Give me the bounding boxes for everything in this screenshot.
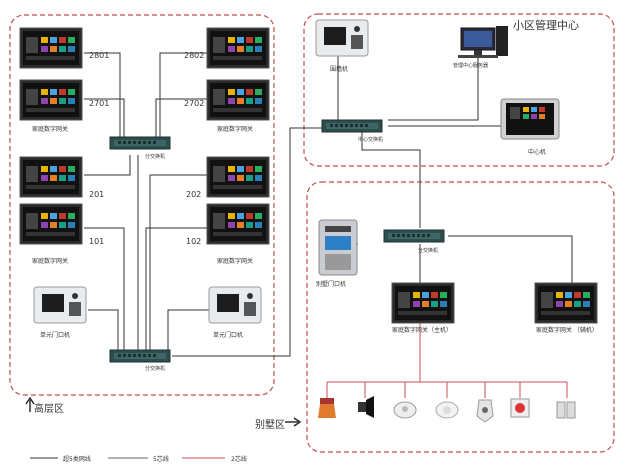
gateway-202 [206,156,270,198]
switch-upper-label: 分交换机 [145,153,165,160]
gateway-102 [206,203,270,245]
unit-2801: 2801 [89,51,109,60]
gateway-label-lower-left: 家庭数字网关 [32,257,68,265]
door-phone-left [33,286,87,324]
gateway-2802 [206,27,270,69]
door-left-label: 单元门口机 [40,331,70,339]
alarm-bus [326,322,568,398]
unit-202: 202 [186,190,201,199]
center-machine-icon [500,98,560,140]
unit-102: 102 [186,237,201,246]
gas-detector-icon [435,401,459,419]
gateway-2702 [206,79,270,121]
villa-door-phone-icon [318,219,358,276]
guard-label: 围墙机 [330,65,348,73]
legend-label-cat5: 超5类网线 [63,455,91,463]
smoke-detector-icon [393,401,417,419]
unit-2701: 2701 [89,99,109,108]
door-magnet-icon [556,401,576,419]
unit-101: 101 [89,237,104,246]
center-machine-label: 中心机 [528,148,546,156]
villa-zone-label: 别墅区 [255,419,285,431]
gateway-label-lower-right: 家庭数字网关 [217,257,253,265]
highrise-connections [84,52,322,357]
center-switch-label: 中心交换机 [358,136,383,143]
siren-icon [318,398,336,418]
gateway-201 [19,156,83,198]
gateway-label-upper-left: 家庭数字网关 [32,125,68,133]
pir-sensor-icon [476,399,494,423]
center-switch [321,119,383,133]
door-phone-right [208,286,262,324]
switch-upper [109,136,171,150]
gateway-label-upper-right: 家庭数字网关 [217,125,253,133]
legend-label-5core: 5芯线 [153,455,169,463]
villa-gateway-main [391,282,455,324]
emergency-button-icon [510,398,530,418]
switch-lower-label: 分交换机 [145,365,165,372]
unit-2702: 2702 [184,99,204,108]
unit-2802: 2802 [184,51,204,60]
unit-201: 201 [89,190,104,199]
gateway-101 [19,203,83,245]
server-label: 管理中心服务器 [453,62,488,69]
villa-door-label: 别墅门口机 [316,280,346,288]
door-right-label: 单元门口机 [213,331,243,339]
center-connections [337,54,573,283]
highrise-zone-border [9,14,275,396]
villa-gateway-ext-label: 家庭数字网关 （辅机） [536,326,598,334]
switch-lower [109,349,171,363]
gateway-2801 [19,27,83,69]
guard-phone [315,19,369,57]
zone-arrows [25,396,302,427]
villa-switch-label: 分交换机 [418,247,438,254]
mgmt-zone-border [303,13,615,167]
legend-label-2core: 2芯线 [231,455,247,463]
highrise-zone-label: 高层区 [34,402,64,415]
villa-zone-border [306,181,615,453]
mgmt-zone-title: 小区管理中心 [513,18,579,32]
villa-switch [383,229,445,243]
speaker-icon [358,396,374,418]
villa-gateway-main-label: 家庭数字网关（主机） [392,326,452,334]
villa-gateway-ext [534,282,598,324]
gateway-2701 [19,79,83,121]
server-icon [458,26,508,58]
